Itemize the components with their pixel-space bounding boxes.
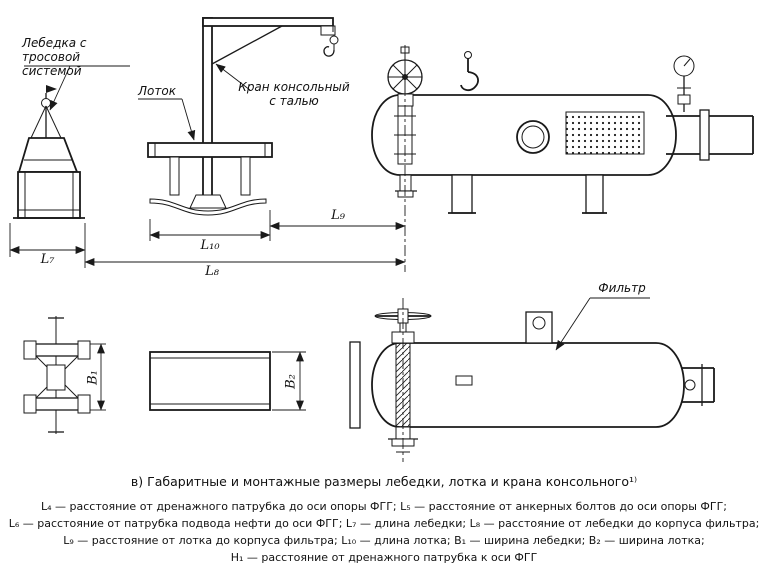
tray-top-view <box>149 351 271 411</box>
tray-trough <box>149 198 267 216</box>
anchor-pad <box>77 394 91 414</box>
crane-jib <box>202 17 334 27</box>
winch-drum-housing <box>17 137 79 173</box>
hoist-trolley <box>320 25 336 36</box>
filter-label: Фильтр <box>598 281 646 295</box>
hoist-pulley-icon <box>329 35 339 45</box>
leader-lines <box>24 63 650 351</box>
frame-beam-bottom <box>29 397 85 411</box>
legend-line-1: L₄ — расстояние от дренажного патрубка д… <box>40 500 727 513</box>
winch-top-view <box>23 316 91 434</box>
winch-drum-plan <box>46 364 66 391</box>
anchor-pad <box>23 340 37 360</box>
winch-leader <box>49 65 71 111</box>
tray-support-right <box>240 156 251 196</box>
winch-front-view <box>13 85 85 219</box>
lifting-hook-icon <box>460 51 479 92</box>
pressure-gauge-icon <box>673 55 695 112</box>
tray-plan-outline <box>149 351 271 411</box>
dim-b2-label: B₂ <box>283 374 299 389</box>
dim-b1-label: B₁ <box>85 370 101 385</box>
valve-handwheel-icon <box>387 46 423 107</box>
crane-brace <box>211 25 283 65</box>
anchor-pad <box>23 394 37 414</box>
dim-l7-label: L₇ <box>40 252 55 267</box>
mast-flag-icon <box>46 85 57 93</box>
filter-leader <box>555 297 591 351</box>
crane-and-tray-view <box>147 17 339 216</box>
dimension-lines <box>9 45 406 411</box>
legend-line-4: H₁ — расстояние от дренажного патрубка к… <box>230 551 538 564</box>
separator-vessel-view <box>371 46 754 214</box>
vessel-leg-right <box>585 174 604 214</box>
crane-post <box>202 17 213 207</box>
filter-side-view <box>349 298 715 462</box>
winch-frame <box>17 171 81 219</box>
tray-leader <box>181 98 196 141</box>
crane-leader <box>215 63 251 91</box>
figure-caption: в) Габаритные и монтажные размеры лебедк… <box>130 474 638 489</box>
nozzle-port <box>684 379 696 391</box>
anchor-pad <box>77 340 91 360</box>
drain-nozzle <box>399 174 412 192</box>
legend-line-2: L₆ — расстояние от патрубка подвода нефт… <box>8 517 760 530</box>
perforated-plate <box>565 111 645 155</box>
tray-plate <box>147 142 273 158</box>
crane-hook-icon <box>323 46 335 57</box>
shell-detail <box>455 375 473 386</box>
dim-l10-label: L₁₀ <box>200 238 220 253</box>
winch-label: Лебедка с тросовой системой <box>22 36 87 78</box>
tray-support-left <box>169 156 180 196</box>
outlet-flange <box>699 109 710 161</box>
legend-line-3: L₉ — расстояние от лотка до корпуса филь… <box>63 534 705 547</box>
tray-label: Лоток <box>138 84 176 98</box>
dim-l9-label: L₉ <box>331 208 345 223</box>
dim-l8-label: L₈ <box>205 264 219 279</box>
mounting-plate <box>349 341 361 429</box>
frame-beam-top <box>29 343 85 357</box>
filter-shell <box>371 342 685 428</box>
crane-label: Кран консольный с талью <box>238 80 350 108</box>
vessel-leg-left <box>451 174 473 214</box>
post-foot <box>189 194 227 209</box>
